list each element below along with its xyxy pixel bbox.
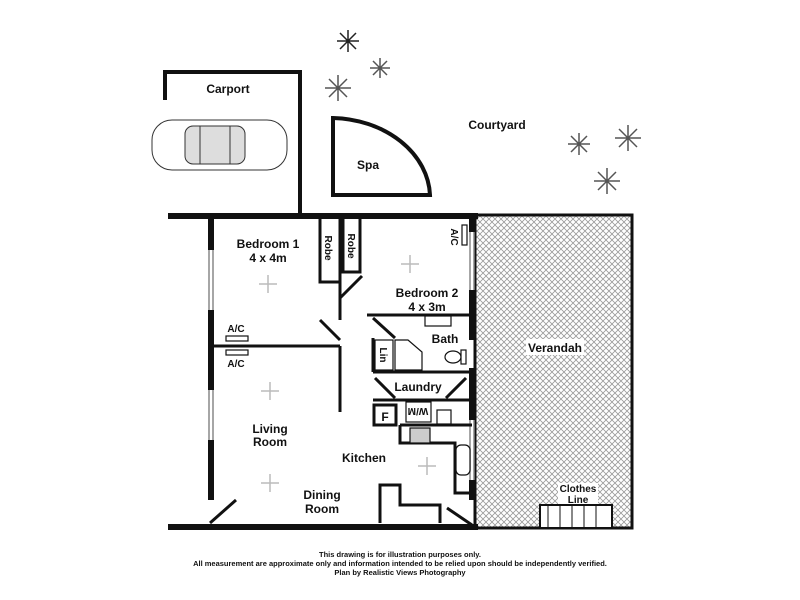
footer-line-3: Plan by Realistic Views Photography xyxy=(334,568,466,577)
wm-label: W/M xyxy=(408,405,429,416)
carport-walls xyxy=(163,70,302,215)
kitchen-label: Kitchen xyxy=(342,451,386,465)
robe2-label: Robe xyxy=(345,234,356,259)
fridge-label: F xyxy=(381,410,388,424)
courtyard-label: Courtyard xyxy=(468,118,525,132)
car-icon xyxy=(151,119,288,171)
bedroom2-label: Bedroom 2 xyxy=(396,286,459,300)
spa xyxy=(331,115,433,197)
footer-disclaimer: This drawing is for illustration purpose… xyxy=(0,550,800,577)
ac-bedroom2-label: A/C xyxy=(448,228,459,245)
clothes-line xyxy=(539,504,613,529)
footer-line-1: This drawing is for illustration purpose… xyxy=(319,550,481,559)
bedroom1-size: 4 x 4m xyxy=(249,251,286,265)
laundry-label: Laundry xyxy=(394,380,442,394)
clothes-line-label-1: Clothes xyxy=(560,484,597,495)
ac-bedroom1-label: A/C xyxy=(227,324,244,335)
dining-label-1: Dining xyxy=(303,488,340,502)
dining-label-2: Room xyxy=(305,502,339,516)
bedroom2-size: 4 x 3m xyxy=(408,300,445,314)
ac-living-label: A/C xyxy=(227,359,244,370)
bath-label: Bath xyxy=(432,332,459,346)
verandah-area xyxy=(473,213,634,530)
lin-label: Lin xyxy=(377,348,388,363)
living-label-1: Living xyxy=(252,422,287,436)
living-label-2: Room xyxy=(253,435,287,449)
external-walls xyxy=(168,213,478,530)
spa-label: Spa xyxy=(357,158,379,172)
footer-line-2: All measurement are approximate only and… xyxy=(193,559,607,568)
robe1-label: Robe xyxy=(322,236,333,261)
carport-label: Carport xyxy=(206,82,249,96)
plant-icons xyxy=(325,30,641,194)
ceiling-fan-icons xyxy=(259,255,436,492)
verandah-label: Verandah xyxy=(528,341,582,355)
fixtures xyxy=(225,224,471,476)
clothes-line-label-2: Line xyxy=(568,495,589,506)
bedroom1-label: Bedroom 1 xyxy=(237,237,300,251)
internal-walls xyxy=(209,216,473,527)
